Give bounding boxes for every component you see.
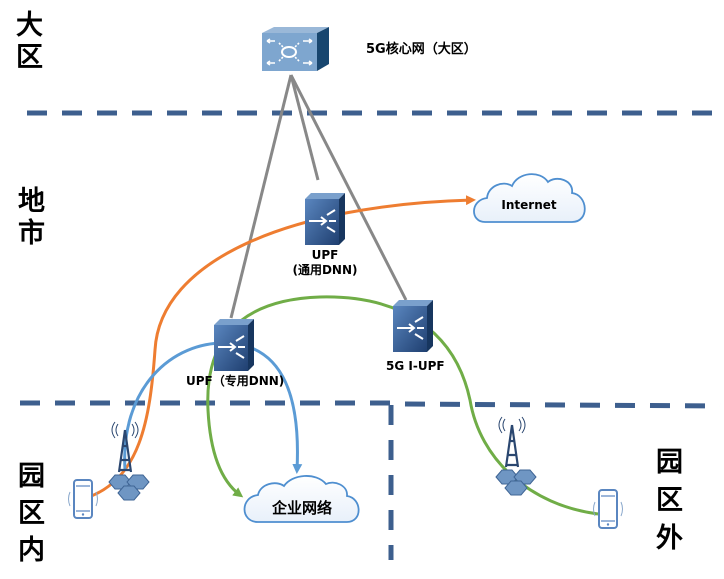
link-core-iupf: [289, 74, 408, 301]
upf-general-label-line1: UPF: [311, 248, 339, 262]
upf-dedicated-label: UPF（专用DNN): [186, 374, 285, 388]
zone-label-region-text: 大区: [16, 10, 43, 73]
core-links: [229, 74, 408, 319]
base-station-left-icon: [108, 421, 150, 501]
iupf-label: 5G I-UPF: [386, 359, 445, 373]
zone-label-campus-outside-text: 园区外: [656, 447, 683, 554]
upf-dedicated-icon[interactable]: [214, 319, 254, 371]
zone-label-campus-inside: 园区内: [18, 458, 78, 569]
link-core-upf-dedicated: [229, 74, 293, 319]
path-blue-enterprise: [123, 341, 303, 474]
zone-label-city: 地市: [18, 186, 78, 250]
link-core-upf-general: [289, 74, 320, 181]
enterprise-cloud[interactable]: [243, 475, 360, 523]
upf-general-label-line2: (通用DNN): [292, 263, 358, 277]
phone-right-icon[interactable]: [593, 489, 623, 529]
upf-general-icon[interactable]: [305, 193, 345, 245]
zone-label-campus-outside: 园区外: [656, 444, 716, 558]
internet-cloud[interactable]: [473, 173, 586, 223]
iupf-icon[interactable]: [393, 300, 433, 352]
internet-label: Internet: [501, 198, 557, 212]
core-switch-icon[interactable]: [262, 27, 329, 71]
enterprise-label: 企业网络: [271, 499, 332, 517]
phone-left-icon[interactable]: [68, 479, 98, 519]
base-station-right-icon: [495, 416, 537, 496]
zone-label-campus-inside-text: 园区内: [18, 461, 45, 566]
divider-city-campus-right: [404, 401, 721, 409]
core-label: 5G核心网（大区）: [366, 42, 477, 57]
zone-label-city-text: 地市: [18, 186, 45, 249]
path-green-enterprise: [206, 295, 599, 516]
zone-label-region: 大区: [16, 10, 76, 74]
